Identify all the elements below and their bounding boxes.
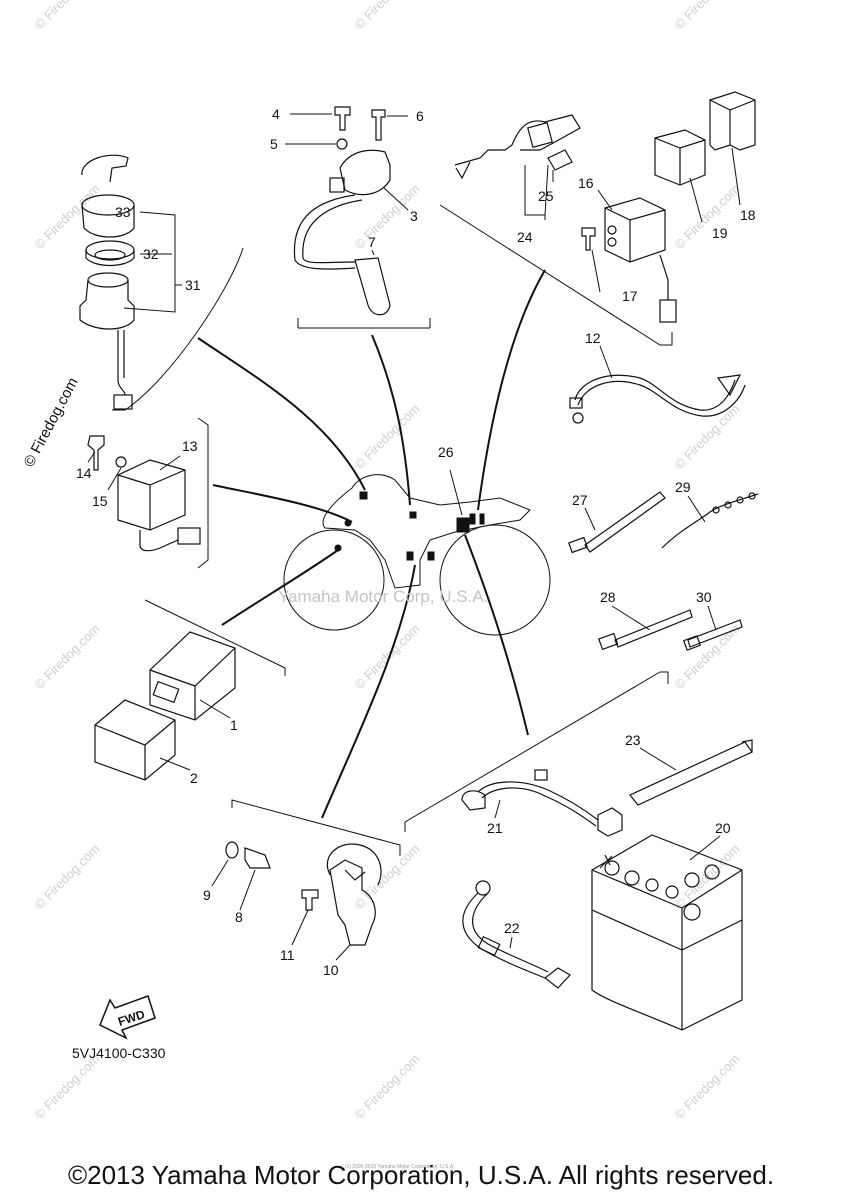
wire-lead-part xyxy=(569,374,746,424)
callout-33: 33 xyxy=(115,204,131,220)
main-switch-part xyxy=(79,154,135,410)
watermark: © Firedog.com xyxy=(352,401,423,472)
callout-11: 11 xyxy=(280,947,295,963)
callout-4: 4 xyxy=(272,106,280,122)
callout-6: 6 xyxy=(416,108,424,124)
sensor-part xyxy=(225,841,382,946)
watermark: © Firedog.com xyxy=(672,181,743,252)
callout-32: 32 xyxy=(143,246,159,262)
callout-1: 1 xyxy=(230,717,238,733)
callout-15: 15 xyxy=(92,493,108,509)
callout-9: 9 xyxy=(203,887,211,903)
fwd-arrow: FWD xyxy=(99,995,156,1040)
watermark: © Firedog.com xyxy=(672,0,743,32)
callout-14: 14 xyxy=(76,465,92,481)
watermark: © Firedog.com xyxy=(352,621,423,692)
relay-part xyxy=(654,91,756,186)
callout-31: 31 xyxy=(185,277,201,293)
callout-18: 18 xyxy=(740,207,756,223)
callout-13: 13 xyxy=(182,438,198,454)
callout-17: 17 xyxy=(622,288,638,304)
callout-30: 30 xyxy=(696,589,712,605)
battery-part xyxy=(591,834,743,1031)
callout-8: 8 xyxy=(235,909,243,925)
callout-29: 29 xyxy=(675,479,691,495)
section-brackets xyxy=(112,204,673,856)
fine-print: (c) 2000-2015 Yamaha Motor Corporation, … xyxy=(345,1164,455,1170)
bracket-cdi xyxy=(144,599,286,676)
center-watermark: Yamaha Motor Corp, U.S.A. xyxy=(278,587,488,606)
starter-relay-part xyxy=(581,197,677,323)
watermark: © Firedog.com xyxy=(21,375,82,470)
callout-12: 12 xyxy=(585,330,601,346)
watermark: © Firedog.com xyxy=(32,1051,103,1122)
bracket-ignition-coil xyxy=(297,318,431,329)
negative-lead-part xyxy=(462,880,571,989)
watermark: © Firedog.com xyxy=(352,0,423,32)
callout-10: 10 xyxy=(323,962,339,978)
battery-band-part xyxy=(629,739,753,806)
callout-27: 27 xyxy=(572,492,588,508)
watermark: © Firedog.com xyxy=(32,621,103,692)
watermark: © Firedog.com xyxy=(672,401,743,472)
callout-7: 7 xyxy=(368,234,376,250)
callout-25: 25 xyxy=(538,188,554,204)
callout-22: 22 xyxy=(504,920,520,936)
watermark: © Firedog.com xyxy=(32,841,103,912)
frame-body xyxy=(322,474,531,589)
rear-wheel xyxy=(439,524,551,636)
starter-cable-part xyxy=(454,114,581,180)
bracket-sensor xyxy=(231,799,401,856)
callout-21: 21 xyxy=(487,820,503,836)
front-wheel xyxy=(283,529,385,631)
watermark-layer: © Firedog.com © Firedog.com © Firedog.co… xyxy=(21,0,743,1122)
diagram-code: 5VJ4100-C330 xyxy=(72,1045,166,1061)
callout-23: 23 xyxy=(625,732,641,748)
bracket-relays xyxy=(439,204,673,346)
bracket-main-switch xyxy=(112,247,244,411)
callout-24: 24 xyxy=(517,229,533,245)
watermark: © Firedog.com xyxy=(32,181,103,252)
fwd-arrow-icon xyxy=(99,995,156,1040)
callout-16: 16 xyxy=(578,175,594,191)
callout-3: 3 xyxy=(410,208,418,224)
positive-lead-part xyxy=(461,769,623,837)
fwd-label: FWD xyxy=(116,1007,147,1029)
frame-outline xyxy=(283,474,551,636)
rectifier-part xyxy=(87,435,201,552)
group-leader-lines xyxy=(197,269,546,819)
watermark: © Firedog.com xyxy=(672,621,743,692)
callout-2: 2 xyxy=(190,770,198,786)
watermark: © Firedog.com xyxy=(352,1051,423,1122)
bracket-rectifier xyxy=(197,417,209,569)
watermark: © Firedog.com xyxy=(672,1051,743,1122)
callout-5: 5 xyxy=(270,136,278,152)
cable-ties-part xyxy=(568,491,759,651)
copyright-notice: ©2013 Yamaha Motor Corporation, U.S.A. A… xyxy=(67,1160,775,1190)
callout-26: 26 xyxy=(438,444,454,460)
cdi-unit-part xyxy=(94,631,236,781)
watermark: © Firedog.com xyxy=(32,0,103,32)
callout-labels: 4 5 6 3 7 33 32 31 25 24 16 17 19 18 12 … xyxy=(76,106,756,978)
callout-leaders xyxy=(87,113,741,961)
callout-28: 28 xyxy=(600,589,616,605)
ignition-coil-part xyxy=(293,106,391,316)
callout-20: 20 xyxy=(715,820,731,836)
callout-19: 19 xyxy=(712,225,728,241)
bracket-battery xyxy=(404,671,669,832)
